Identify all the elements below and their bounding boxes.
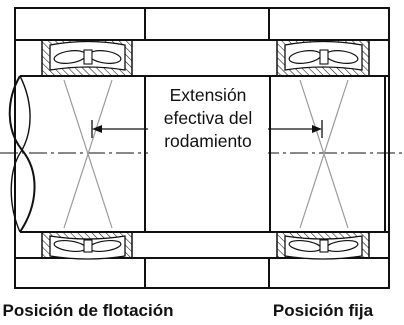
effective-span-line-2: efectiva del — [164, 108, 253, 128]
bearing-right-bottom — [276, 231, 370, 260]
bearing-right-top — [276, 39, 370, 77]
bearing-left-top — [41, 39, 133, 77]
contact-line-left-b — [63, 79, 113, 229]
housing-spacer-top — [144, 7, 270, 41]
shaft-break-line-inner — [10, 75, 31, 233]
housing-spacer-bottom — [144, 257, 270, 289]
fixed-position-caption: Posición fija — [273, 301, 374, 320]
floating-position-caption: Posición de flotación — [3, 301, 174, 320]
effective-span-dimension — [91, 120, 323, 138]
effective-span-line-1: Extensión — [170, 85, 247, 105]
label-backdrop — [148, 83, 268, 157]
arrowhead-left — [92, 125, 102, 133]
arrowhead-right — [312, 125, 322, 133]
effective-span-line-3: rodamiento — [164, 131, 252, 151]
contact-lines — [63, 79, 349, 229]
effective-span-label: Extensión efectiva del rodamiento — [148, 83, 268, 157]
bearing-left-bottom — [41, 231, 133, 260]
contact-line-right-b — [299, 79, 349, 229]
